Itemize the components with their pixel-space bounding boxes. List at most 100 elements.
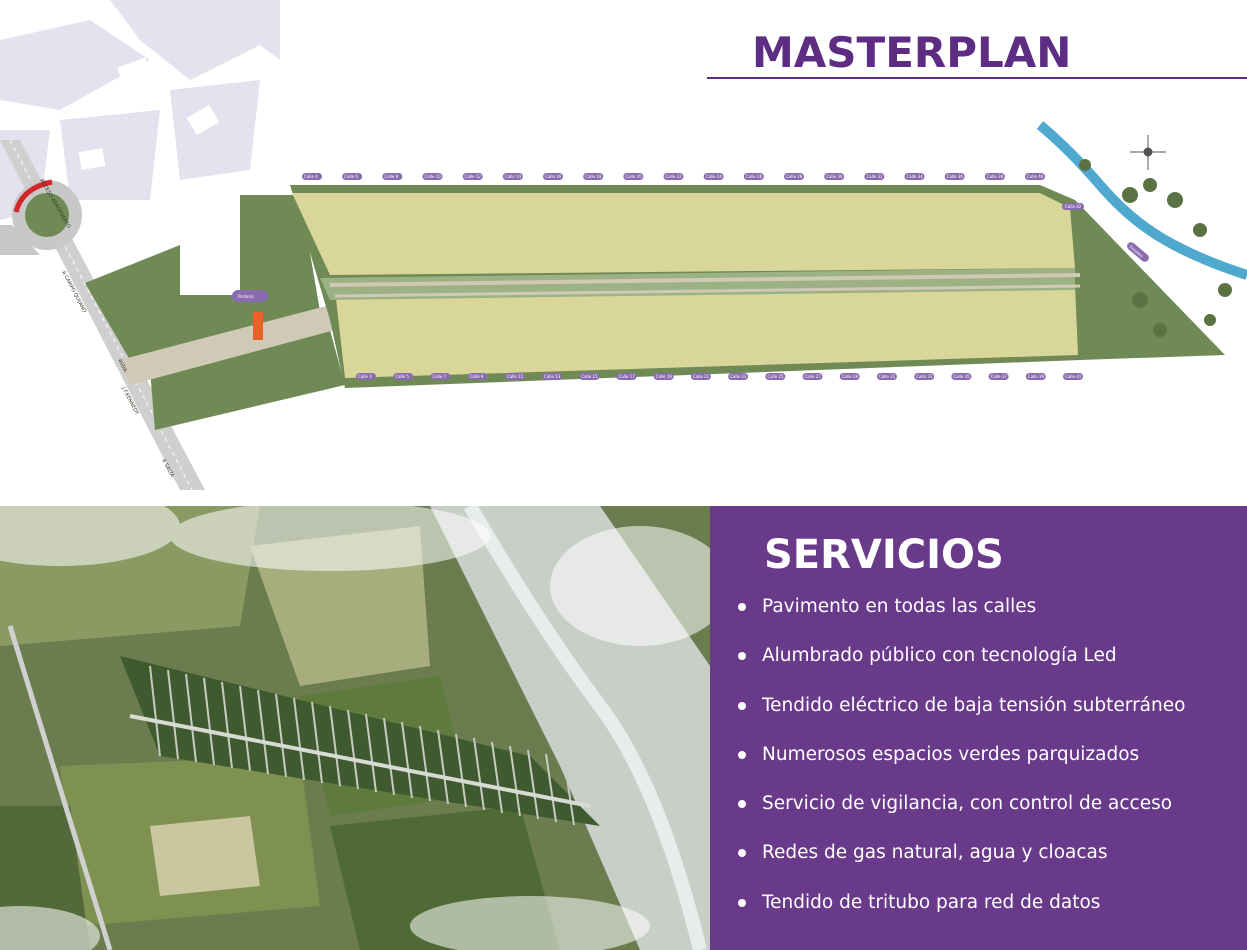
top-street-label: Calle 16 [545, 174, 562, 179]
bottom-street-tag [430, 373, 451, 380]
top-street-tag [824, 173, 845, 180]
servicio-item: Redes de gas natural, agua y cloacas [734, 838, 1185, 887]
river [1036, 121, 1247, 280]
bottom-street-tag [914, 373, 935, 380]
bottom-street-tag [802, 373, 823, 380]
bottom-street-tag [728, 373, 749, 380]
top-street-tag [422, 173, 443, 180]
bottom-street-tag [467, 373, 488, 380]
servicio-item: Alumbrado público con tecnología Led [734, 641, 1185, 690]
aerial-street [167, 669, 179, 760]
bottom-street-label: Calle 5 [395, 374, 409, 379]
aerial-street [437, 729, 449, 805]
gate-label: Portería [238, 294, 254, 299]
top-street-label: Calle 36 [947, 174, 964, 179]
bottom-street-label: Calle 25 [767, 374, 784, 379]
bottom-street-label: Calle 29 [842, 374, 859, 379]
bottom-street-label: Calle 3 [358, 374, 372, 379]
top-street-label: Calle 18 [585, 174, 602, 179]
aerial-street [221, 681, 233, 769]
bottom-street-tag [542, 373, 563, 380]
top-street-tag [302, 173, 322, 180]
top-street-tag [984, 173, 1005, 180]
aerial-street [365, 713, 377, 793]
bullet-icon [738, 652, 746, 661]
aerial-street [311, 701, 323, 784]
aerial-street [455, 733, 467, 808]
servicio-item: Tendido eléctrico de baja tensión subter… [734, 691, 1185, 740]
bottom-street-label: Calle 17 [618, 374, 635, 379]
bottom-street-tag [393, 373, 414, 380]
servicios-panel: SERVICIOS Pavimento en todas las calles … [710, 506, 1247, 950]
bottom-street-label: Calle 23 [730, 374, 747, 379]
bottom-street-tag [653, 373, 674, 380]
bottom-street-label: Calle 11 [507, 374, 524, 379]
top-street-label: Calle 28 [786, 174, 803, 179]
servicios-title: SERVICIOS [764, 532, 1004, 578]
compass-icon [1130, 135, 1166, 170]
aerial-street [527, 749, 539, 820]
top-street-tag [663, 173, 684, 180]
bottom-street-label: Calle 19 [656, 374, 673, 379]
masterplan-section: Portería Sendero ACCESO AEROPUERTO A CAM… [0, 0, 1247, 490]
bottom-street-tag [765, 373, 786, 380]
masterplan-map: Portería Sendero ACCESO AEROPUERTO A CAM… [0, 0, 1247, 490]
bottom-street-label: Calle 15 [581, 374, 598, 379]
top-street-tag [502, 173, 523, 180]
servicios-list: Pavimento en todas las calles Alumbrado … [734, 592, 1185, 937]
aerial-street [257, 689, 269, 775]
aerial-street [203, 677, 215, 766]
green-parcel-lower [150, 330, 345, 430]
top-street-tag [543, 173, 563, 180]
top-street-tag [1025, 173, 1045, 180]
gate-marker [253, 312, 263, 340]
trees [1079, 159, 1232, 337]
aerial-street [419, 725, 431, 802]
bottom-street-label: Calle 35 [953, 374, 970, 379]
bottom-street-label: Calle 37 [991, 374, 1008, 379]
top-street-tag [784, 173, 804, 180]
bottom-street-label: Calle 27 [805, 374, 822, 379]
bottom-street-label: Calle 31 [879, 374, 896, 379]
top-street-label: Calle 14 [505, 174, 522, 179]
servicio-item: Tendido de tritubo para red de datos [734, 888, 1185, 937]
bottom-street-tag [1063, 373, 1083, 380]
aerial-street [275, 693, 287, 778]
bullet-icon [738, 800, 746, 809]
aerial-street [491, 741, 503, 814]
top-street-label: Calle 20 [625, 174, 642, 179]
top-street-label: Calle 32 [866, 174, 883, 179]
top-street-tag [583, 173, 604, 180]
aerial-street [239, 685, 251, 772]
top-street-tag [382, 173, 403, 180]
top-street-label: Calle 26 [746, 174, 763, 179]
top-street-label: Calle 34 [907, 174, 924, 179]
bottom-street-tag [579, 373, 600, 380]
bottom-street-tag [356, 373, 376, 380]
lower-lots [335, 285, 1078, 378]
top-street-label: Calle 6 [344, 174, 358, 179]
aerial-street [185, 673, 197, 763]
aerial-street [347, 709, 359, 790]
top-street-label: Calle 30 [826, 174, 843, 179]
upper-lots [292, 193, 1075, 275]
top-street-tag [462, 173, 483, 180]
title-rule [707, 77, 1247, 79]
bottom-street-label: Calle 13 [544, 374, 561, 379]
bullet-icon [738, 849, 746, 858]
top-street-label: Calle 24 [706, 174, 723, 179]
bottom-street-tag [951, 373, 972, 380]
top-street-label: Calle 8 [384, 174, 398, 179]
masterplan-title: MASTERPLAN [752, 28, 1072, 77]
access-road [120, 305, 335, 385]
top-street-label: Calle 12 [465, 174, 482, 179]
bottom-street-label: Calle 7 [432, 374, 446, 379]
top-street-tag [864, 173, 885, 180]
bottom-street-label: Calle 21 [693, 374, 710, 379]
end-street-label: Calle 42 [1065, 204, 1082, 209]
bottom-street-tag [504, 373, 525, 380]
aerial-street [401, 721, 413, 799]
servicio-item: Servicio de vigilancia, con control de a… [734, 789, 1185, 838]
top-street-tag [703, 173, 724, 180]
